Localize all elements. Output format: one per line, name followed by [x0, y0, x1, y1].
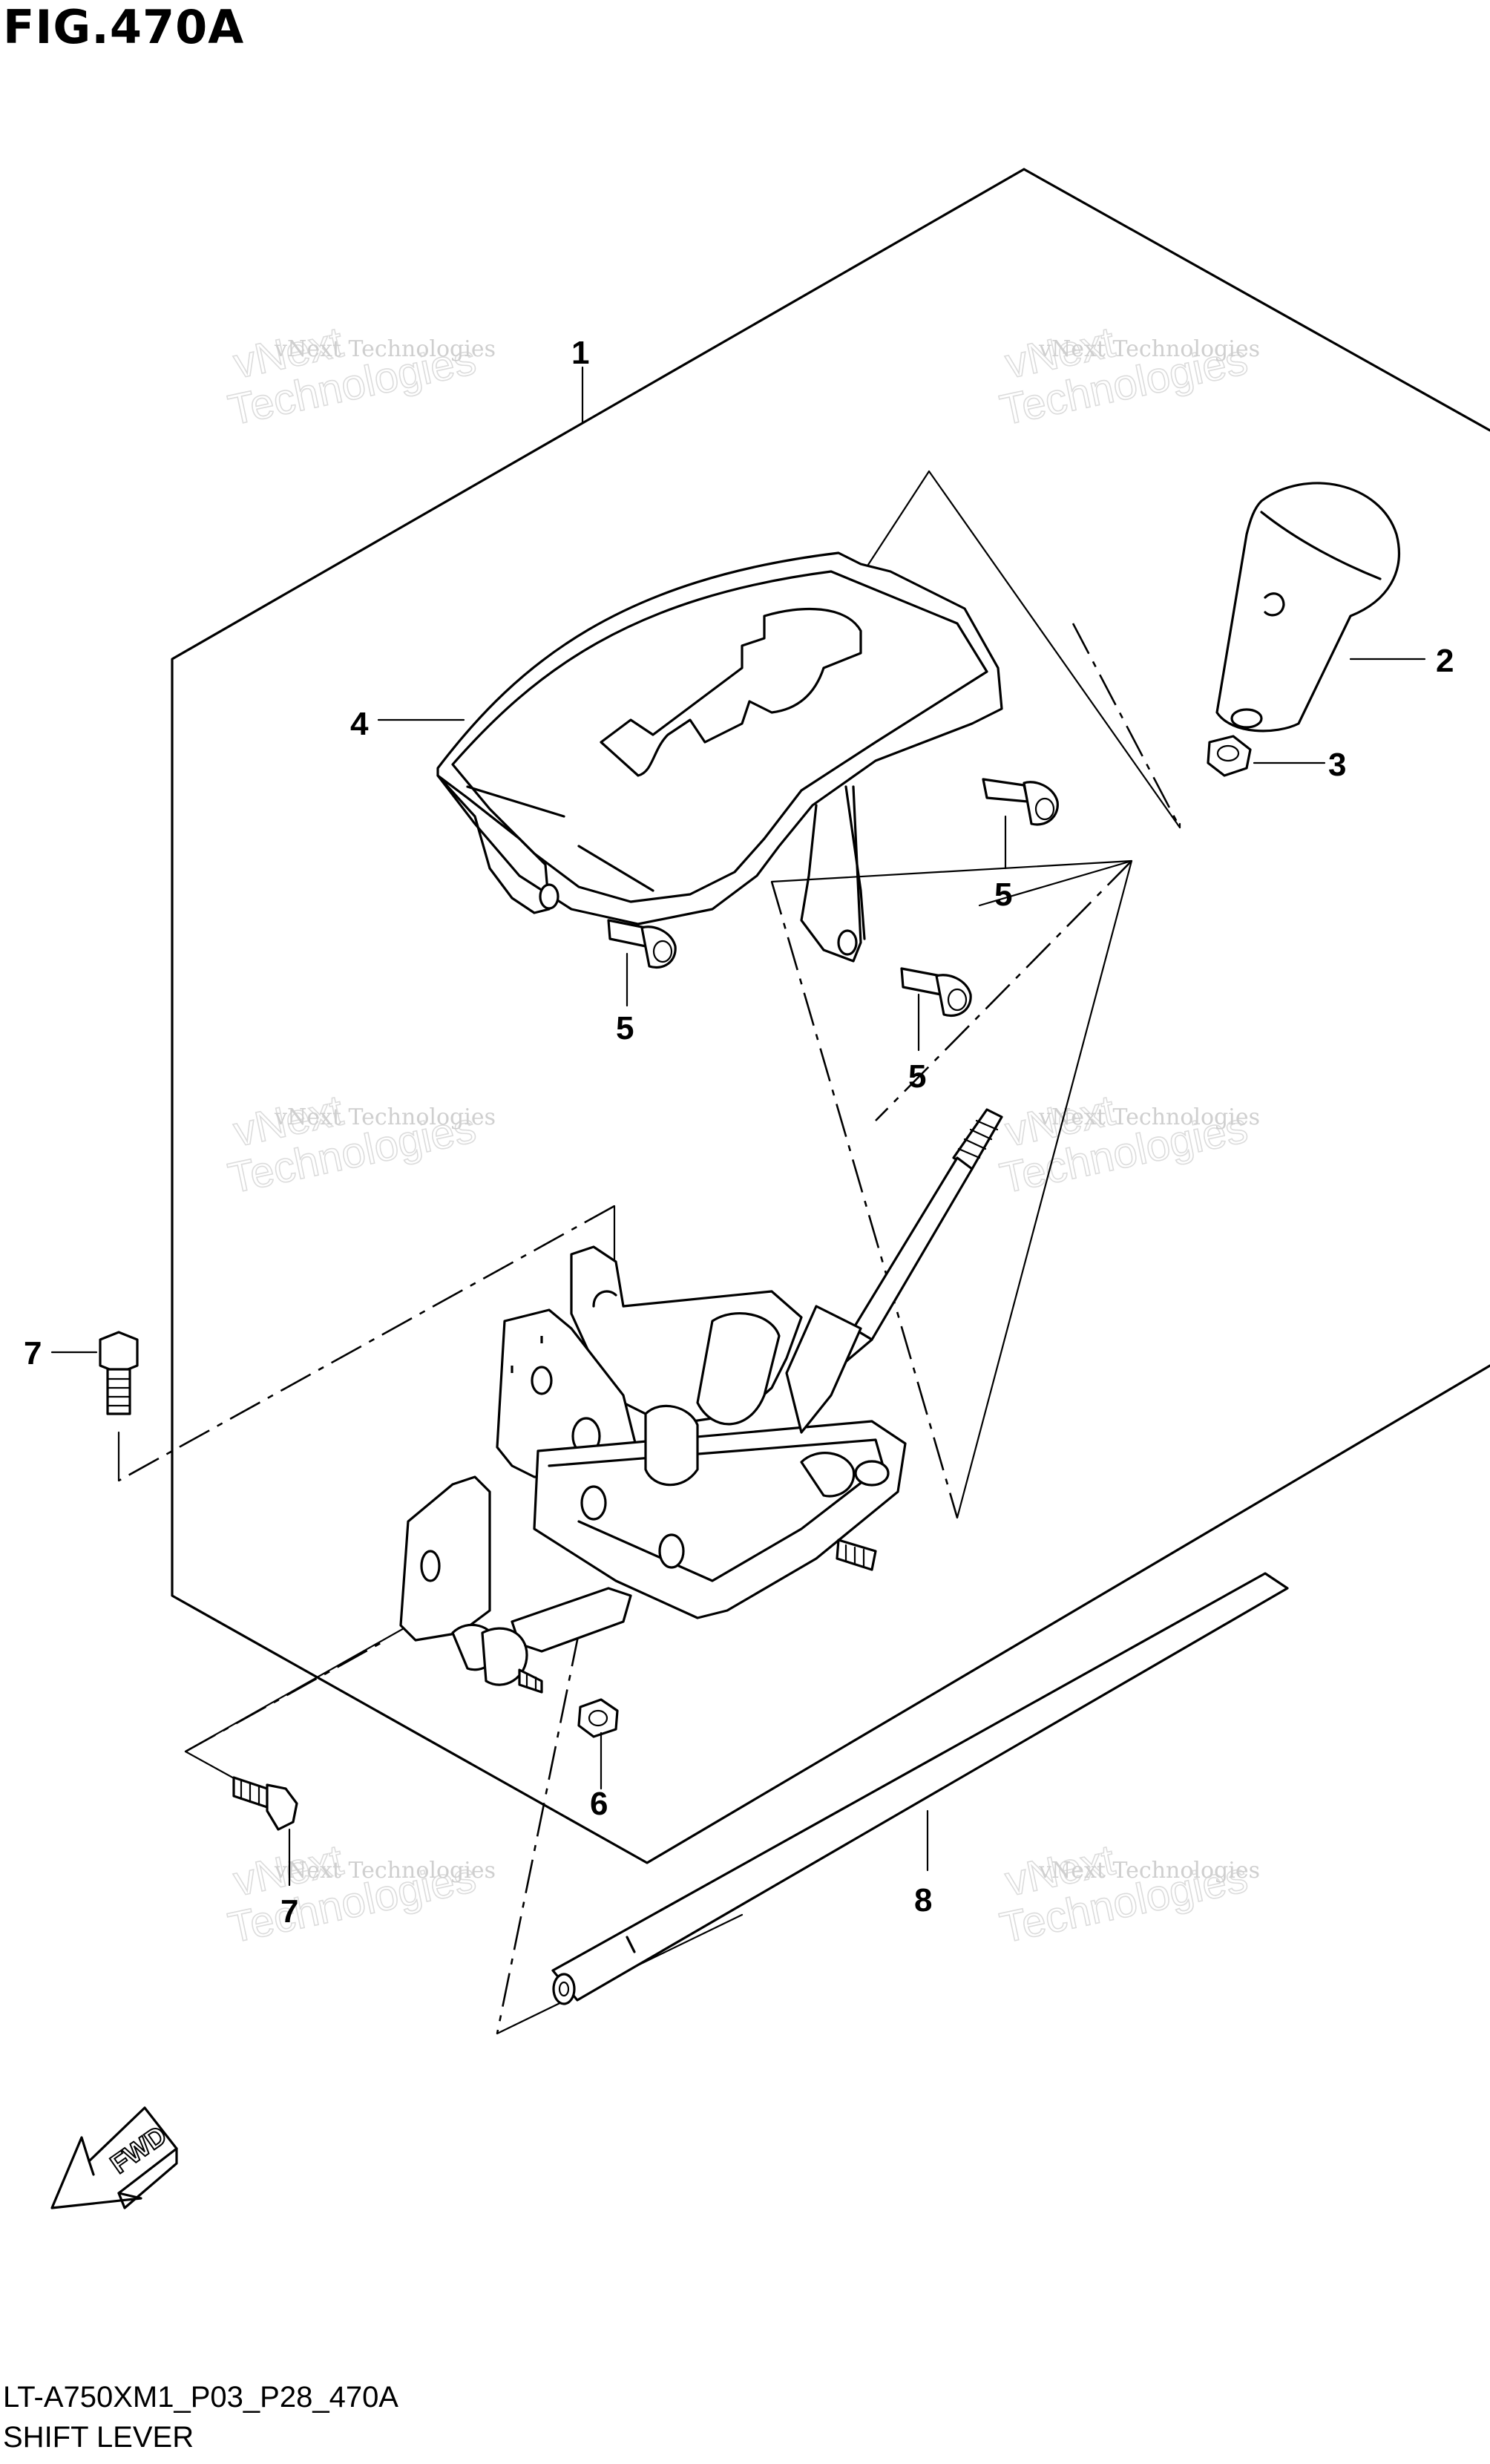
- callout-5: 5: [908, 1058, 926, 1095]
- callout-5: 5: [994, 877, 1012, 913]
- diagram-code: LT-A750XM1_P03_P28_470A: [3, 2381, 398, 2414]
- shift-knob: [1215, 482, 1400, 733]
- callout-6: 6: [590, 1786, 608, 1822]
- bolt-5-right: [900, 967, 972, 1017]
- assembly-outline: [171, 168, 1490, 1864]
- watermark-text: vNext Technologies: [274, 336, 496, 362]
- bolt-7-upper: [99, 1331, 139, 1415]
- long-rod: [551, 1572, 1289, 2005]
- bolt-5-upper: [982, 778, 1059, 826]
- watermark-text: vNext Technologies: [274, 1104, 496, 1130]
- assembly-outline: [1023, 168, 1490, 432]
- callout-leaders: [50, 366, 1426, 1887]
- watermark-text: vNext Technologies: [1038, 1104, 1260, 1130]
- fwd-arrow-icon: FWD: [50, 2106, 178, 2209]
- callout-5: 5: [616, 1010, 634, 1046]
- callout-8: 8: [914, 1882, 932, 1919]
- watermark-text: vNext Technologies: [1038, 336, 1260, 362]
- callout-7: 7: [280, 1893, 298, 1930]
- shift-gate-cover: [436, 551, 1003, 963]
- bolt-5-left: [607, 919, 677, 969]
- callout-3: 3: [1328, 747, 1346, 783]
- watermark: vNext Technologies vNext Technologies vN…: [223, 318, 1260, 1953]
- watermark-text: vNext Technologies: [1038, 1858, 1260, 1884]
- leader-lines: [117, 470, 1181, 2035]
- nut-6: [577, 1698, 619, 1738]
- callout-1: 1: [571, 335, 589, 371]
- callout-7: 7: [24, 1335, 42, 1372]
- bolt-7-lower: [232, 1776, 298, 1831]
- shift-lever-mechanism: [399, 1245, 907, 1694]
- callout-4: 4: [350, 706, 369, 742]
- watermark-text: vNext Technologies: [274, 1858, 496, 1884]
- diagram-subtitle: SHIFT LEVER: [3, 2421, 194, 2454]
- callout-2: 2: [1436, 643, 1454, 679]
- knob-nut: [1207, 735, 1252, 777]
- figure-title: FIG.470A: [3, 0, 245, 54]
